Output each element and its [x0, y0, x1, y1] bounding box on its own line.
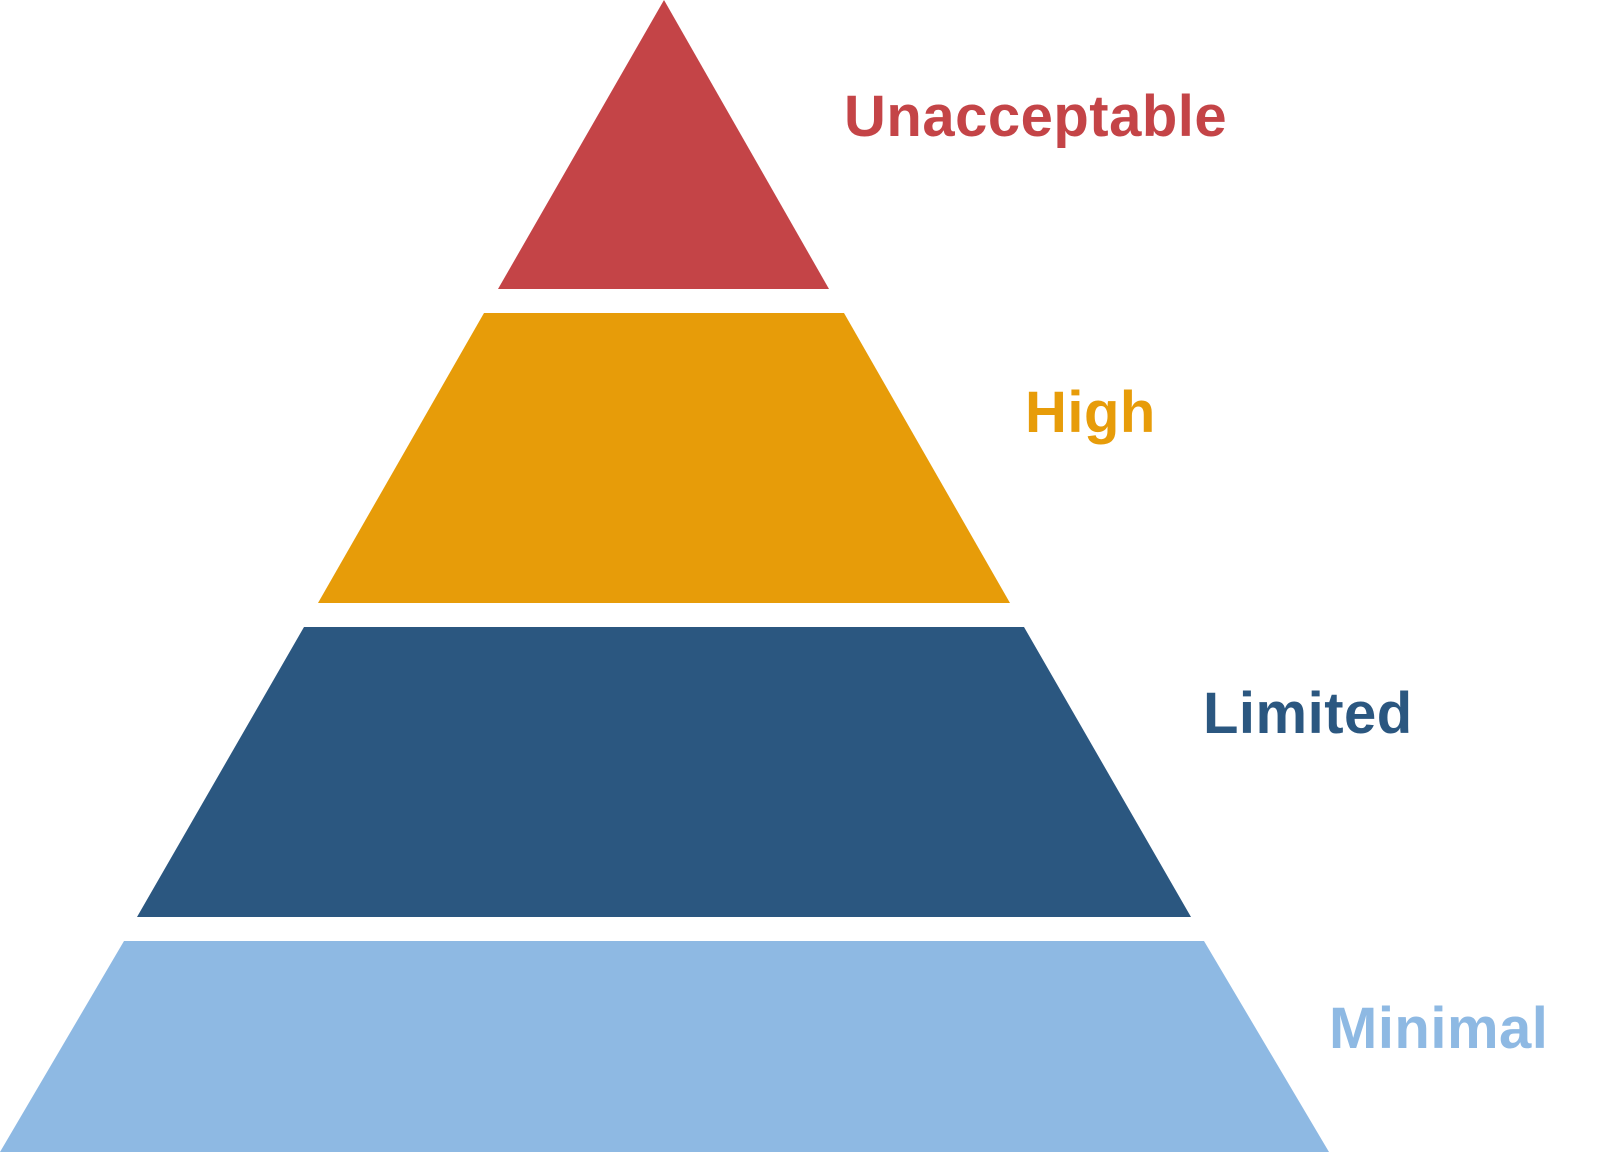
tier-limited-shape — [137, 627, 1191, 917]
tier-minimal-shape — [0, 941, 1329, 1152]
tier-high-label: High — [1025, 380, 1156, 445]
tier-minimal-label: Minimal — [1329, 996, 1548, 1061]
tier-high-shape — [318, 313, 1010, 603]
tier-unacceptable-shape — [498, 0, 829, 289]
tier-unacceptable-label: Unacceptable — [844, 84, 1227, 149]
tier-limited-label: Limited — [1203, 681, 1413, 746]
